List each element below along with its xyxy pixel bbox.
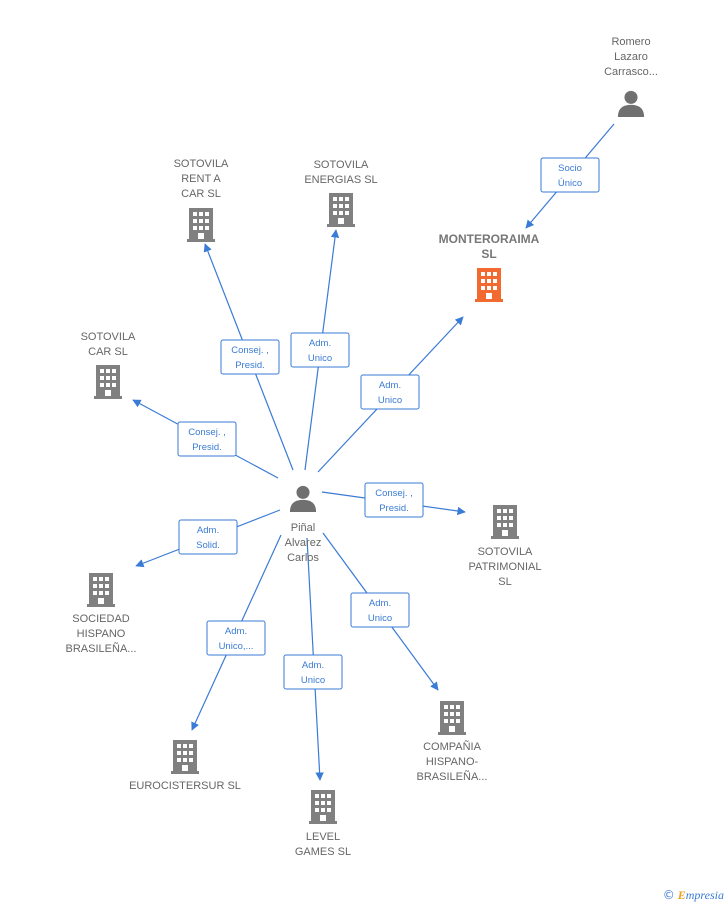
node-romero[interactable]: RomeroLazaroCarrasco... xyxy=(604,36,658,117)
edge-label-line: Adm. xyxy=(302,660,324,671)
node-label-line: HISPANO- xyxy=(426,756,479,768)
edge-label-line: Consej. , xyxy=(188,427,226,438)
node-label-line: COMPAÑIA xyxy=(423,740,482,753)
node-label-line: CAR SL xyxy=(181,188,221,200)
edge-label-pinal-sociedad[interactable]: Adm. Solid. xyxy=(178,519,238,555)
node-label-line: GAMES SL xyxy=(295,846,351,858)
person-icon xyxy=(289,485,317,512)
edge-label-line: Presid. xyxy=(192,442,222,453)
node-label-line: SOTOVILA xyxy=(174,158,229,170)
node-label-line: RENT A xyxy=(181,173,221,185)
edge-label-line: Unico xyxy=(378,395,402,406)
edge-label-line: Unico xyxy=(368,613,392,624)
person-icon xyxy=(617,90,645,117)
brand-initial: E xyxy=(677,888,686,902)
edge-label-line: Consej. , xyxy=(231,345,269,356)
edge-label-box xyxy=(206,620,266,656)
node-label-line: BRASILEÑA... xyxy=(66,642,137,655)
node-label-line: SL xyxy=(481,247,496,261)
edge-label-box xyxy=(350,592,410,628)
node-sociedad[interactable]: SOCIEDAD HISPANO BRASILEÑA... xyxy=(66,573,137,655)
edge-label-pinal-energias[interactable]: Adm. Unico xyxy=(290,332,350,368)
building-icon xyxy=(491,505,519,539)
node-car[interactable]: SOTOVILA CAR SL xyxy=(81,331,136,399)
building-icon xyxy=(438,701,466,735)
node-compania[interactable]: COMPAÑIA HISPANO- BRASILEÑA... xyxy=(417,701,488,783)
node-eurocistersur[interactable]: EUROCISTERSUR SL xyxy=(129,740,241,792)
copyright-symbol: © xyxy=(662,888,675,902)
node-label-line: SOTOVILA xyxy=(478,546,533,558)
edge-label-line: Consej. , xyxy=(375,488,413,499)
edge-label-pinal-compania[interactable]: Adm. Unico xyxy=(350,592,410,628)
building-icon xyxy=(309,790,337,824)
brand-name: mpresia xyxy=(685,888,724,902)
edge-label-line: Adm. xyxy=(225,626,247,637)
node-label-line: BRASILEÑA... xyxy=(417,770,488,783)
node-label-line: Alvarez xyxy=(285,537,322,549)
edge-label-box xyxy=(540,157,600,193)
node-label-line: SL xyxy=(498,576,511,588)
node-label-line: SOTOVILA xyxy=(81,331,136,343)
edge-label-box xyxy=(360,374,420,410)
edge-label-box xyxy=(220,339,280,375)
edge-label-line: Adm. xyxy=(197,525,219,536)
node-rentacar[interactable]: SOTOVILA RENT A CAR SL xyxy=(174,158,229,242)
node-label-line: CAR SL xyxy=(88,346,128,358)
building-icon xyxy=(327,193,355,227)
node-label-line: Carrasco... xyxy=(604,66,658,78)
node-label-line: MONTERORAIMA xyxy=(439,232,540,246)
edge-label-pinal-patrimonial[interactable]: Consej. , Presid. xyxy=(364,482,424,518)
node-energias[interactable]: SOTOVILA ENERGIAS SL xyxy=(304,159,378,227)
building-icon xyxy=(475,268,503,302)
node-label-line: ENERGIAS SL xyxy=(304,174,377,186)
edge-label-box xyxy=(290,332,350,368)
node-patrimonial[interactable]: SOTOVILA PATRIMONIAL SL xyxy=(469,505,542,588)
brand-footer: ©Empresia xyxy=(663,888,724,903)
edge-label-line: Adm. xyxy=(309,338,331,349)
node-label-line: PATRIMONIAL xyxy=(469,561,542,573)
node-label-line: SOCIEDAD xyxy=(72,613,130,625)
node-label-line: EUROCISTERSUR SL xyxy=(129,780,241,792)
edge-label-line: Presid. xyxy=(379,503,409,514)
edge-label-line: Adm. xyxy=(379,380,401,391)
node-label-line: LEVEL xyxy=(306,831,340,843)
edge-label-pinal-monteroraima[interactable]: Adm. Unico xyxy=(360,374,420,410)
edge-label-line: Unico xyxy=(308,353,332,364)
edge-label-pinal-rentacar[interactable]: Consej. , Presid. xyxy=(220,339,280,375)
node-label-line: SOTOVILA xyxy=(314,159,369,171)
edge-label-line: Unico,... xyxy=(219,641,254,652)
node-level[interactable]: LEVEL GAMES SL xyxy=(295,790,351,858)
node-label-line: Lazaro xyxy=(614,51,648,63)
node-label-line: HISPANO xyxy=(77,628,126,640)
edge-label-pinal-car[interactable]: Consej. , Presid. xyxy=(177,421,237,457)
node-label-line: Piñal xyxy=(291,522,315,534)
edge-label-pinal-eurocistersur[interactable]: Adm. Unico,... xyxy=(206,620,266,656)
building-icon xyxy=(94,365,122,399)
building-icon xyxy=(171,740,199,774)
edge-label-line: Único xyxy=(558,178,582,189)
edge-label-line: Solid. xyxy=(196,540,220,551)
edge-label-box xyxy=(177,421,237,457)
edge-label-line: Adm. xyxy=(369,598,391,609)
building-icon xyxy=(187,208,215,242)
edge-label-line: Presid. xyxy=(235,360,265,371)
building-icon xyxy=(87,573,115,607)
edge-label-line: Unico xyxy=(301,675,325,686)
edge-label-box xyxy=(364,482,424,518)
edge-label-line: Socio xyxy=(558,163,582,174)
node-label-line: Romero xyxy=(611,36,650,48)
edge-label-box xyxy=(283,654,343,690)
edge-label-box xyxy=(178,519,238,555)
node-label-line: Carlos xyxy=(287,552,319,564)
edge-label-pinal-level[interactable]: Adm. Unico xyxy=(283,654,343,690)
